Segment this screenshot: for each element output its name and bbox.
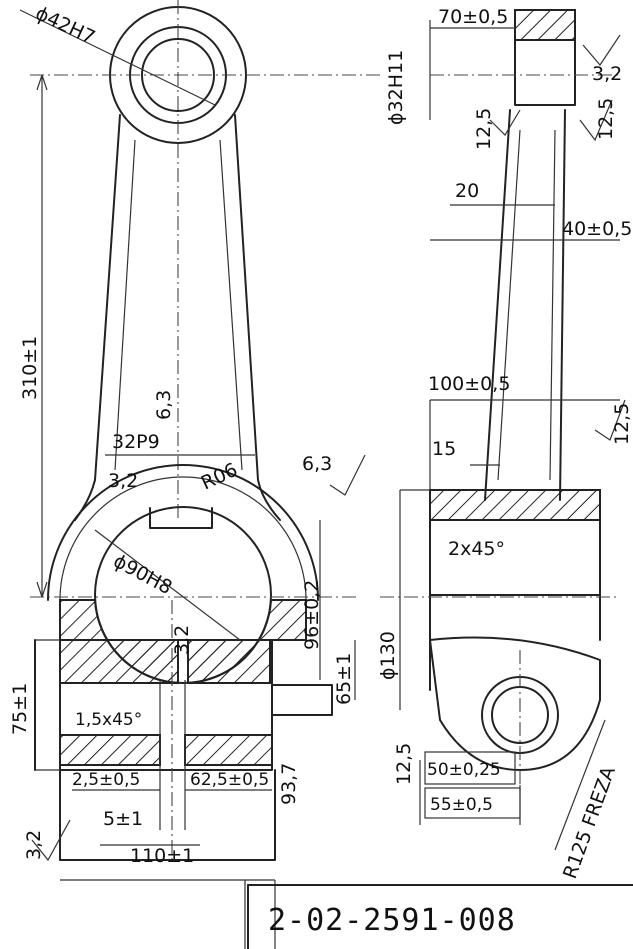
front-view bbox=[19, 0, 380, 949]
dim-bolt-spacing: 75±1 bbox=[9, 683, 31, 735]
dim-offset-small: 2,5±0,5 bbox=[72, 770, 140, 790]
dim-roughness-rib-right: 12,5 bbox=[595, 98, 617, 140]
dim-roughness-hub: 12,5 bbox=[611, 403, 633, 445]
dim-small-bore: ϕ42H7 bbox=[32, 2, 98, 49]
dim-bolt-pitch: 62,5±0,5 bbox=[190, 770, 269, 790]
dim-chamfer-side: 2x45° bbox=[448, 538, 505, 560]
dim-rib-height: 15 bbox=[432, 438, 456, 460]
shank-right-outline bbox=[234, 114, 281, 521]
dim-fillet: R06 bbox=[198, 459, 241, 495]
lower-lug bbox=[429, 636, 601, 771]
dim-roughness-rib-left: 12,5 bbox=[473, 108, 495, 150]
dimension-labels: ϕ42H7 310±1 6,3 32P9 3,2 R06 ϕ90H8 3,2 9… bbox=[9, 2, 633, 881]
dim-roughness-keyway: 3,2 bbox=[108, 470, 138, 492]
dim-chamfer-left: 1,5x45° bbox=[75, 710, 142, 730]
side-view bbox=[329, 9, 626, 851]
dim-cap-height: 96±0,2 bbox=[301, 580, 323, 650]
dim-top-bore: ϕ32H11 bbox=[385, 50, 407, 125]
dim-center-distance: 310±1 bbox=[19, 336, 41, 400]
shank-left-outline bbox=[74, 114, 121, 521]
dim-rib-width: 20 bbox=[455, 180, 479, 202]
dim-bolt-dim: 65±1 bbox=[333, 653, 355, 705]
dim-width-50: 50±0,25 bbox=[427, 760, 501, 780]
dim-roughness-base: 3,2 bbox=[23, 830, 45, 860]
drawing-number: 2-02-2591-008 bbox=[268, 903, 516, 938]
dim-roughness-shank: 6,3 bbox=[153, 390, 175, 420]
dim-big-bore: ϕ90H8 bbox=[110, 550, 176, 599]
dim-height-right: 93,7 bbox=[278, 763, 300, 805]
hub-section bbox=[429, 489, 601, 521]
dim-keyway-width: 32P9 bbox=[112, 431, 160, 453]
dim-diameter-130: ϕ130 bbox=[377, 631, 399, 680]
dim-roughness-lower: 12,5 bbox=[393, 743, 415, 785]
dim-top-width: 70±0,5 bbox=[438, 6, 508, 28]
big-end-outer bbox=[47, 464, 319, 601]
small-end-bore bbox=[141, 38, 215, 112]
mill-note: R125 FREZA bbox=[559, 764, 620, 882]
dim-roughness-face: 6,3 bbox=[302, 453, 332, 475]
dim-width-55: 55±0,5 bbox=[430, 795, 493, 815]
dim-offset-5: 5±1 bbox=[103, 808, 143, 830]
dim-total-width: 110±1 bbox=[130, 845, 194, 867]
dim-roughness-top: 3,2 bbox=[592, 63, 622, 85]
dim-roughness-big-bore: 3,2 bbox=[171, 625, 193, 655]
dim-shank-width: 40±0,5 bbox=[562, 218, 632, 240]
big-end-bore bbox=[94, 506, 272, 684]
title-block: 2-02-2591-008 bbox=[247, 884, 633, 949]
dim-hub-width: 100±0,5 bbox=[428, 373, 510, 395]
